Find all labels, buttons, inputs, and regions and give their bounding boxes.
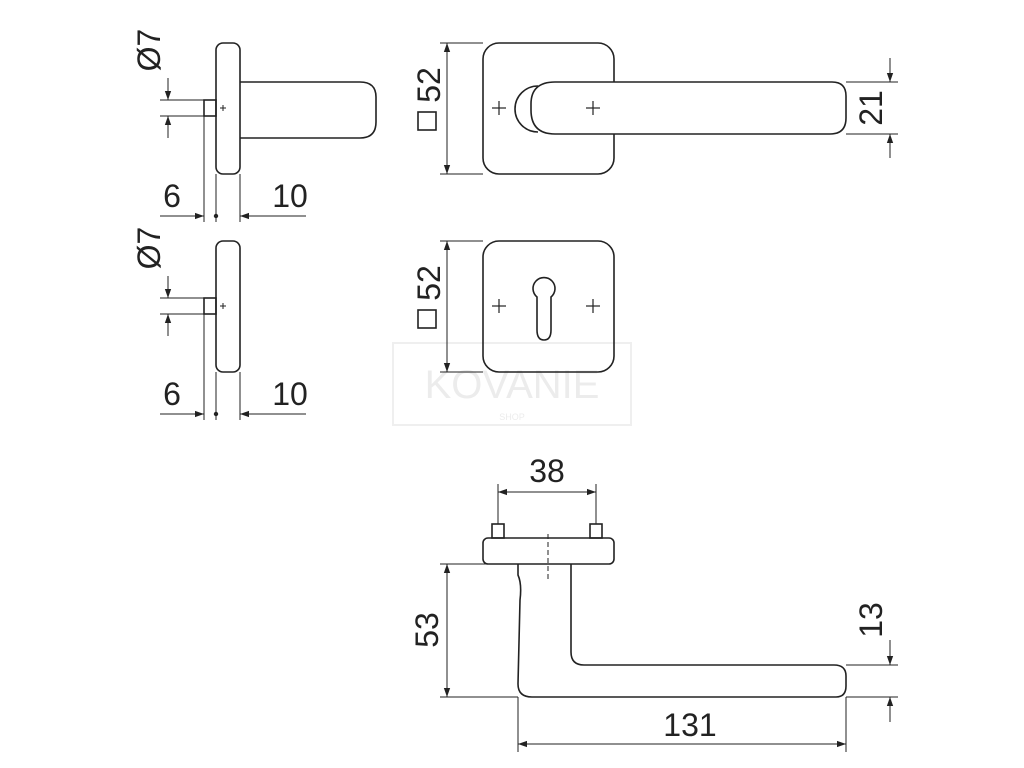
dim-escutcheon-square: 52 [411, 265, 447, 301]
dim-lever-height: 13 [853, 602, 889, 638]
watermark: KOVANIE SHOP [392, 342, 632, 426]
side-view-lever [160, 42, 377, 222]
dim-lever-length: 131 [663, 707, 716, 743]
dim-handle-height: 53 [409, 612, 445, 648]
dim-side-left-top: 6 [163, 178, 181, 214]
dim-side-right-top: 10 [272, 178, 308, 214]
dim-pin-diameter-top: Ø7 [131, 29, 167, 72]
front-view-escutcheon [417, 240, 615, 373]
dim-screw-spacing: 38 [529, 453, 565, 489]
front-view-lever [417, 42, 898, 175]
profile-view [440, 484, 898, 752]
dim-side-left-bottom: 6 [163, 376, 181, 412]
watermark-sub: SHOP [499, 412, 525, 422]
dim-handle-thickness: 21 [853, 90, 889, 126]
dim-pin-diameter-bottom: Ø7 [131, 227, 167, 270]
side-view-escutcheon [160, 240, 306, 420]
dim-side-right-bottom: 10 [272, 376, 308, 412]
watermark-brand: KOVANIE [425, 363, 600, 407]
dim-rose-square: 52 [411, 67, 447, 103]
